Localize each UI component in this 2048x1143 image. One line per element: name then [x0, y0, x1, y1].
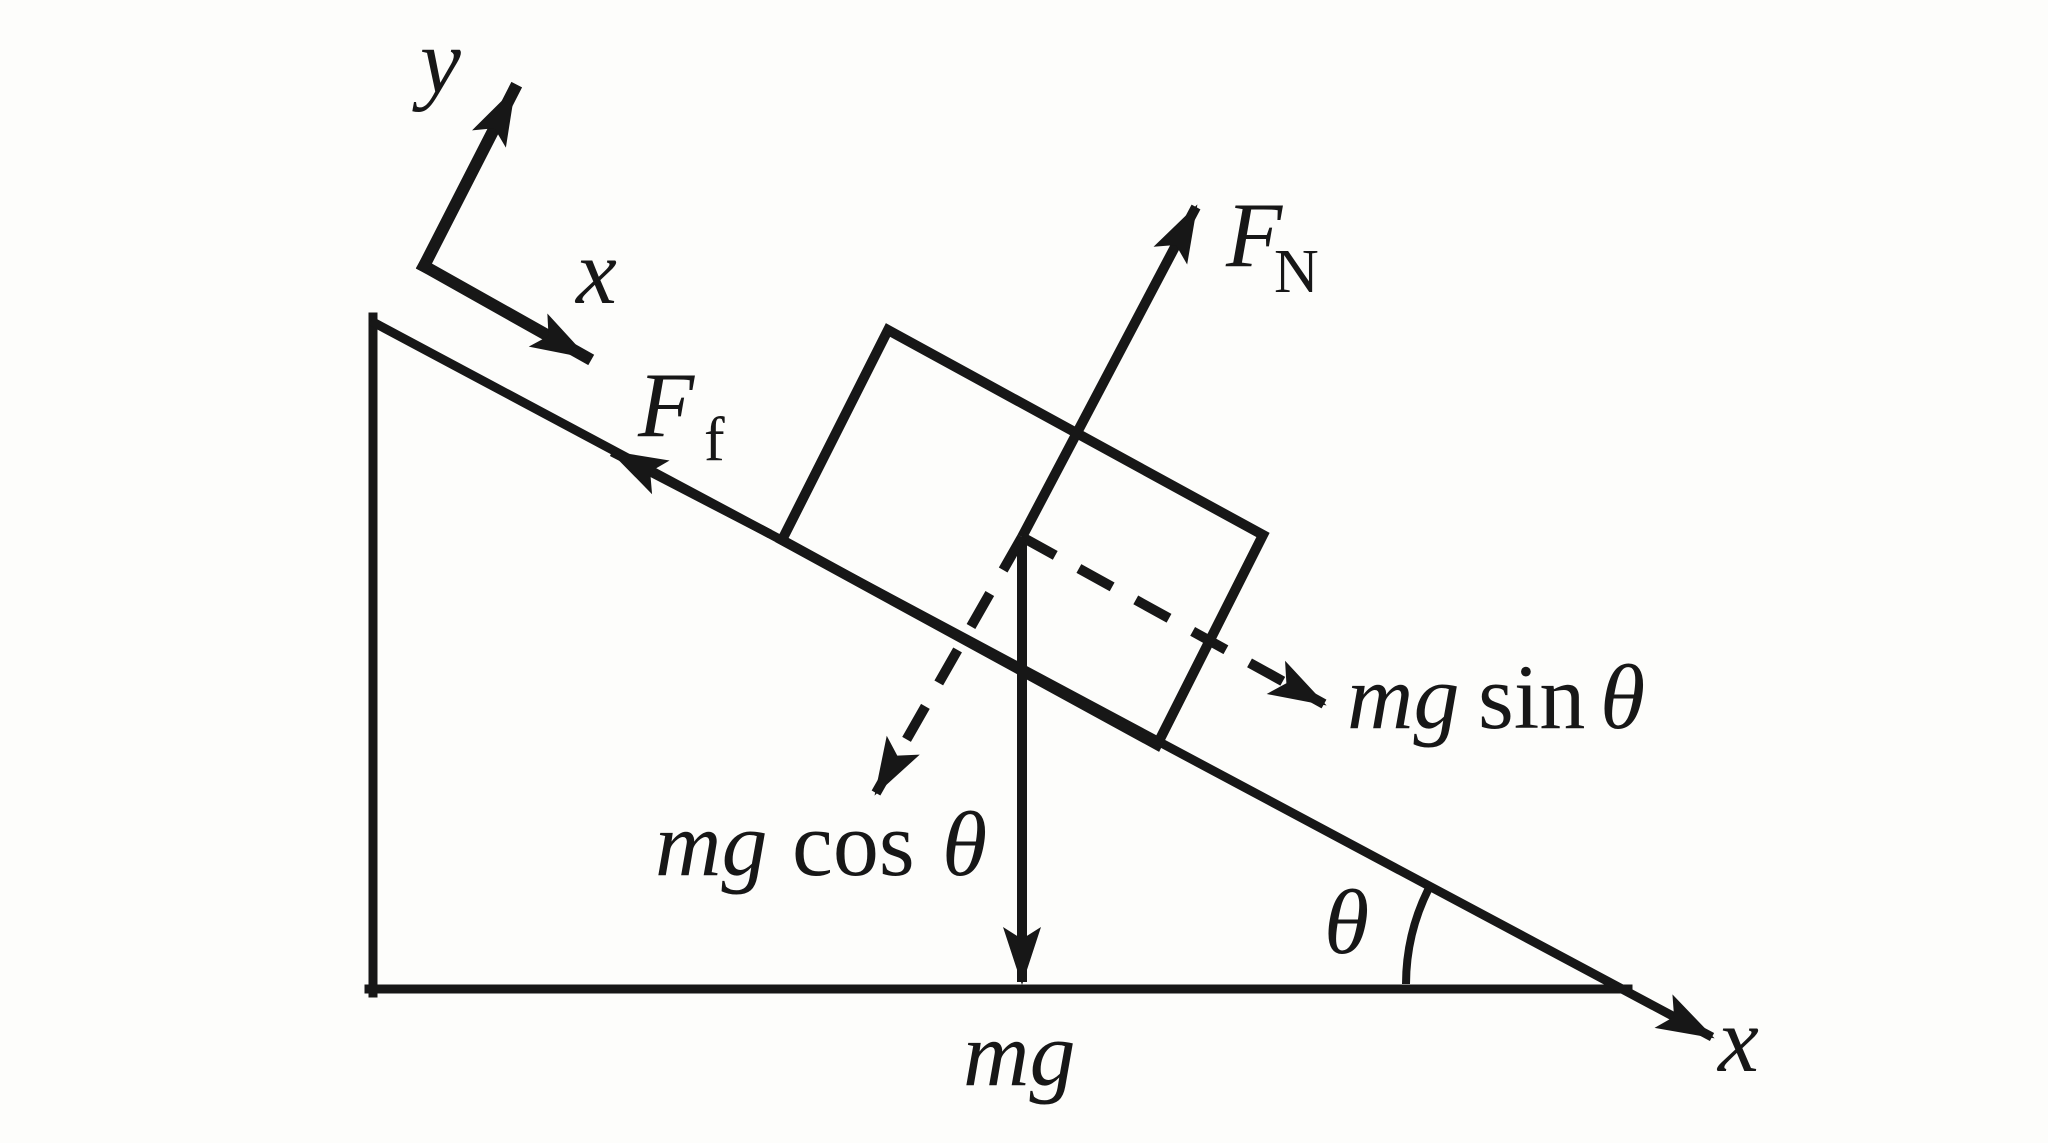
label-axis-x-bottom: x [1716, 989, 1759, 1091]
label-axis-x-top: x [574, 221, 617, 323]
weight-parallel-component-arrow [1019, 532, 1327, 709]
label-friction-subscript: f [704, 406, 725, 474]
label-weight-parallel-fn: sin [1478, 646, 1585, 748]
label-weight-perp-mg: mg [655, 793, 767, 895]
labels: y x F f F N mg sin θ mg cos θ mg θ x [412, 10, 1759, 1105]
label-weight-parallel-mg: mg [1347, 646, 1459, 748]
angle-arc [1402, 886, 1433, 985]
block-outline [775, 323, 1270, 752]
force-arrows [609, 204, 1327, 985]
friction-force-arrow [609, 448, 773, 538]
weight-perpendicular-component-arrow [871, 534, 1027, 796]
label-weight-perp-theta: θ [942, 793, 987, 895]
label-friction-symbol: F [637, 354, 695, 456]
label-weight-parallel-theta: θ [1600, 646, 1645, 748]
x-axis-arrow [415, 257, 595, 366]
label-normal-symbol: F [1225, 184, 1283, 286]
label-weight: mg [963, 1003, 1075, 1105]
tilted-coordinate-frame [415, 81, 595, 366]
y-axis-arrow [415, 81, 523, 275]
label-normal-subscript: N [1274, 238, 1319, 306]
normal-force-arrow [1017, 204, 1201, 540]
label-incline-angle: θ [1324, 871, 1369, 973]
label-axis-y: y [412, 10, 461, 112]
label-weight-perp-fn: cos [792, 793, 915, 895]
